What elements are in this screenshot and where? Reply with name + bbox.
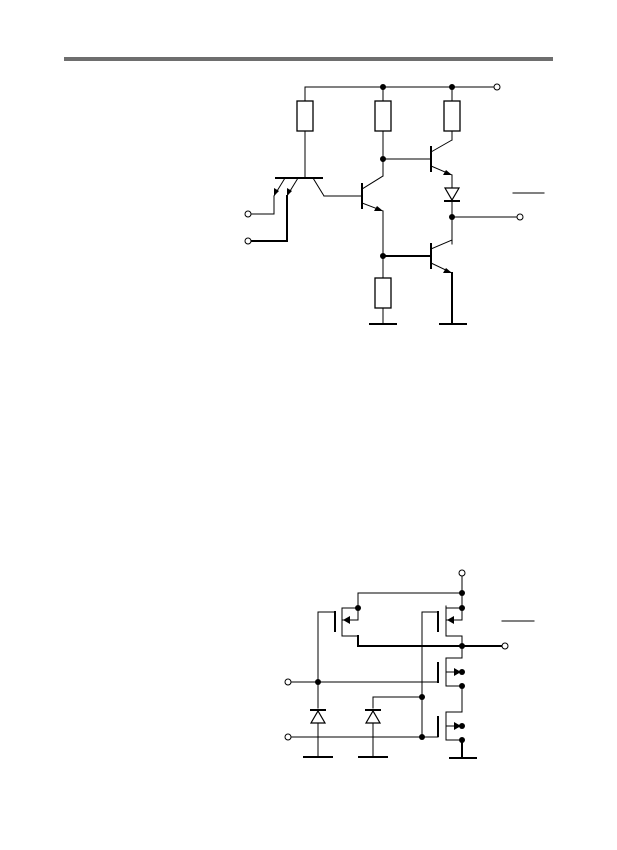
nmos-upper xyxy=(437,657,463,687)
protection-diode-b xyxy=(364,709,382,724)
resistor-r4 xyxy=(443,100,461,132)
upper-output-transistor xyxy=(430,139,453,176)
output-diode xyxy=(443,187,461,202)
ttl-inputs xyxy=(244,195,288,245)
multi-emitter-transistor xyxy=(273,177,325,197)
nmos-lower xyxy=(437,711,463,741)
resistor-r2 xyxy=(374,100,392,132)
vcc-rail xyxy=(304,83,501,102)
cmos-input-a-terminal xyxy=(284,678,292,686)
input-a-terminal xyxy=(244,210,252,218)
vdd-terminal xyxy=(458,569,466,577)
pmos-left xyxy=(334,607,359,637)
vcc-terminal xyxy=(493,83,501,91)
header-bar xyxy=(64,57,553,61)
ttl-output-terminal xyxy=(516,213,524,221)
cmos-nand-diagram xyxy=(284,569,535,759)
protection-diode-a xyxy=(309,709,327,724)
phase-splitter-transistor xyxy=(361,175,384,212)
resistor-r3 xyxy=(374,277,392,309)
cmos-input-b-terminal xyxy=(284,733,292,741)
ttl-nand-diagram xyxy=(244,83,545,325)
pmos-right xyxy=(437,605,463,637)
resistor-r1 xyxy=(296,100,314,132)
input-b-terminal xyxy=(244,237,252,245)
lower-output-transistor xyxy=(430,239,453,274)
cmos-output-terminal xyxy=(501,642,509,650)
